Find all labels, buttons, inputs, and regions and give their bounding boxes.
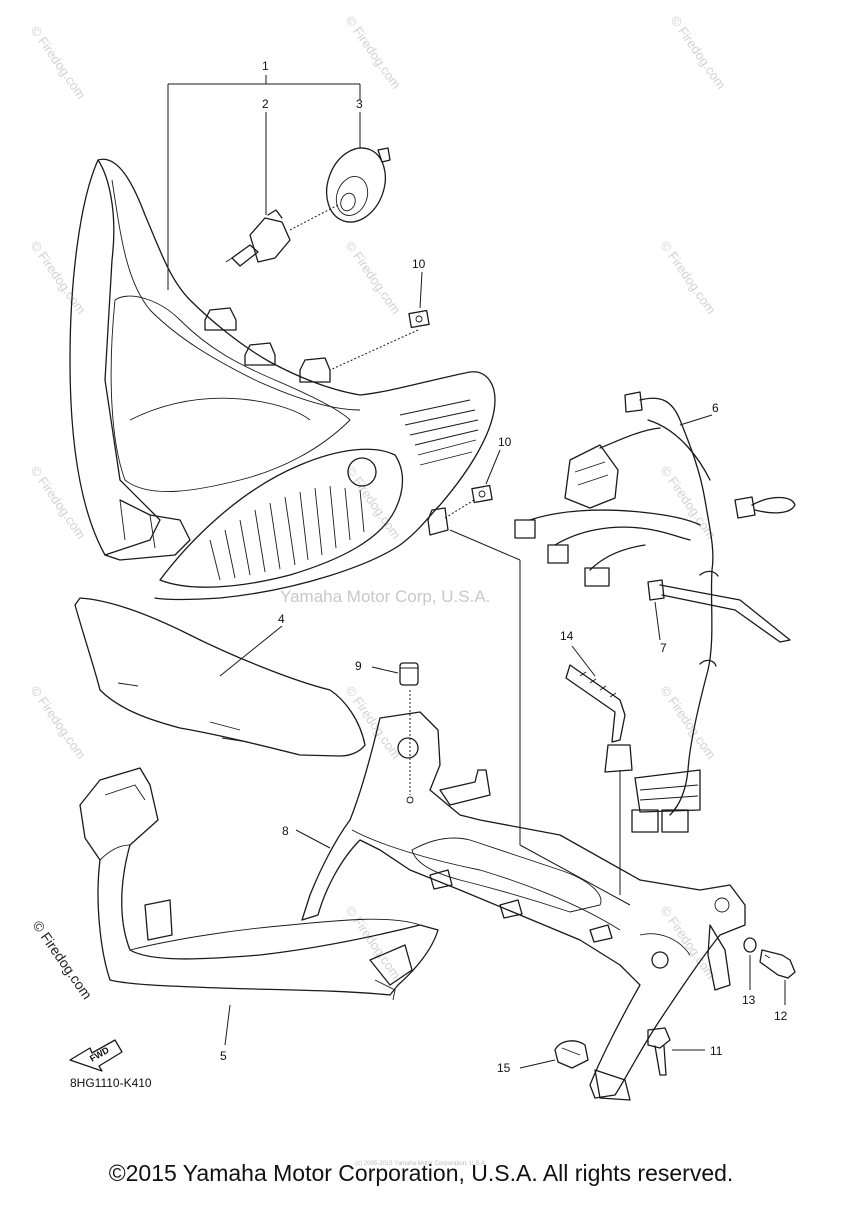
sub-wire-harness: [514, 391, 796, 833]
tile-watermark: © Firedog.com: [28, 683, 89, 762]
tiny-copyright: (c) 2005-2015 Yamaha Motor Corporation, …: [355, 1161, 487, 1167]
side-watermark: © Firedog.com: [30, 918, 96, 1003]
position-lamp-bulb-socket: [347, 457, 377, 487]
center-watermark: Yamaha Motor Corp, U.S.A.: [280, 587, 490, 606]
tile-watermark: © Firedog.com: [28, 238, 89, 317]
washer: [743, 937, 757, 990]
wire-clip: [519, 1040, 589, 1069]
tile-watermark: © Firedog.com: [668, 13, 729, 92]
tile-watermark: © Firedog.com: [658, 683, 719, 762]
harness-main-coupler: [564, 444, 619, 509]
tile-watermark: © Firedog.com: [28, 23, 89, 102]
callout-11: 11: [710, 1044, 723, 1058]
tile-watermark: © Firedog.com: [343, 463, 404, 542]
callout-15: 15: [497, 1061, 511, 1075]
harness-lower-coupler: [634, 769, 701, 813]
tile-watermark: © Firedog.com: [658, 238, 719, 317]
headlight-stay: [295, 711, 746, 1101]
callout-8: 8: [282, 824, 289, 838]
callout-10-lower: 10: [498, 435, 512, 449]
callout-13: 13: [742, 993, 756, 1007]
tile-watermark: © Firedog.com: [343, 13, 404, 92]
cover-sheet: [74, 597, 366, 757]
headlight-housing: [69, 158, 496, 601]
nut-10-upper: [329, 271, 430, 371]
callout-3: 3: [356, 97, 363, 111]
callout-10-upper: 10: [412, 257, 426, 271]
callout-9: 9: [355, 659, 362, 673]
damper: [371, 662, 419, 795]
tile-watermark: © Firedog.com: [343, 238, 404, 317]
callout-2: 2: [262, 97, 269, 111]
callout-12: 12: [774, 1009, 788, 1023]
part-code: 8HG1110-K410: [70, 1076, 152, 1090]
tile-watermark: © Firedog.com: [343, 903, 404, 982]
tile-watermark: © Firedog.com: [658, 903, 719, 982]
headlight-bulb: [225, 209, 291, 267]
callout-4: 4: [278, 612, 285, 626]
nut-10-lower: [444, 449, 501, 519]
lens-ribs: [209, 399, 479, 581]
copyright-notice: ©2015 Yamaha Motor Corporation, U.S.A. A…: [108, 1160, 734, 1186]
callout-1: 1: [262, 59, 269, 73]
tile-watermarks: © Firedog.com © Firedog.com © Firedog.co…: [28, 13, 729, 982]
cable-band: [565, 645, 633, 773]
socket-cover: [289, 147, 391, 231]
callout-6: 6: [712, 401, 719, 415]
callout-7: 7: [660, 641, 667, 655]
tile-watermark: © Firedog.com: [343, 683, 404, 762]
bolt-11: [647, 1027, 705, 1076]
callout-14: 14: [560, 629, 574, 643]
tile-watermark: © Firedog.com: [28, 463, 89, 542]
callout-5: 5: [220, 1049, 227, 1063]
forward-direction-arrow: FWD: [69, 1039, 123, 1072]
bolt-12: [759, 949, 796, 1005]
lower-bracket-frame: [79, 767, 439, 1046]
